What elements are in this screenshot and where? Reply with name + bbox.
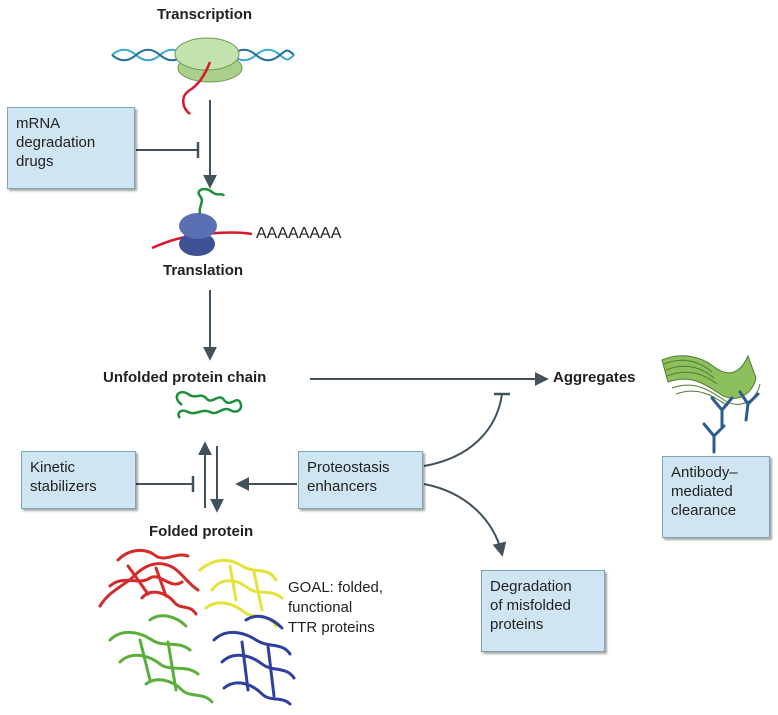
box-line: Antibody– [671, 464, 738, 481]
proteostasis-enhancers-box: Proteostasis enhancers [298, 451, 423, 509]
arrow-proteostasis-degradation [423, 483, 507, 557]
ttr-subunit-blue-icon [212, 614, 296, 706]
amyloid-fibril-icon [661, 354, 761, 407]
ttr-subunit-green-icon [108, 614, 214, 704]
ttr-subunit-yellow-icon [198, 559, 284, 628]
box-line: mediated [671, 483, 733, 500]
box-line: Degradation [490, 578, 572, 595]
box-line: stabilizers [30, 478, 97, 495]
box-line: Kinetic [30, 459, 76, 476]
unfolded-chain-icon [175, 390, 243, 419]
mrna-degradation-drugs-box: mRNA degradation drugs [7, 107, 135, 189]
degradation-misfolded-box: Degradation of misfolded proteins [481, 570, 605, 652]
transcription-label: Transcription [157, 6, 253, 23]
box-line: of misfolded [490, 597, 571, 614]
mrna-transcript-icon [182, 61, 212, 115]
folded-protein-label: Folded protein [149, 523, 254, 540]
box-line: degradation [16, 134, 96, 151]
box-line: proteins [490, 616, 544, 633]
nascent-peptide-icon [197, 187, 226, 215]
inhibit-proteostasis-aggregation [423, 393, 503, 467]
ribosome-icon [179, 213, 217, 256]
box-line: drugs [16, 153, 54, 170]
box-line: clearance [671, 502, 737, 519]
translation-label: Translation [163, 262, 244, 279]
polya-tail-label: AAAAAAAA [256, 225, 342, 242]
goal-line: functional [288, 599, 353, 616]
goal-line: GOAL: folded, [288, 579, 384, 596]
antibody-icon [702, 390, 760, 454]
box-line: enhancers [307, 478, 378, 495]
polymerase-icon [174, 37, 243, 83]
goal-line: TTR proteins [288, 619, 375, 636]
kinetic-stabilizers-box: Kinetic stabilizers [21, 451, 136, 509]
aggregates-label: Aggregates [553, 369, 636, 386]
unfolded-chain-label: Unfolded protein chain [103, 369, 267, 386]
antibody-clearance-box: Antibody– mediated clearance [662, 456, 770, 538]
box-line: Proteostasis [307, 459, 390, 476]
goal-text: GOAL: folded, functional TTR proteins [288, 578, 383, 638]
ttr-subunit-red-icon [98, 549, 200, 616]
box-line: mRNA [16, 115, 61, 132]
